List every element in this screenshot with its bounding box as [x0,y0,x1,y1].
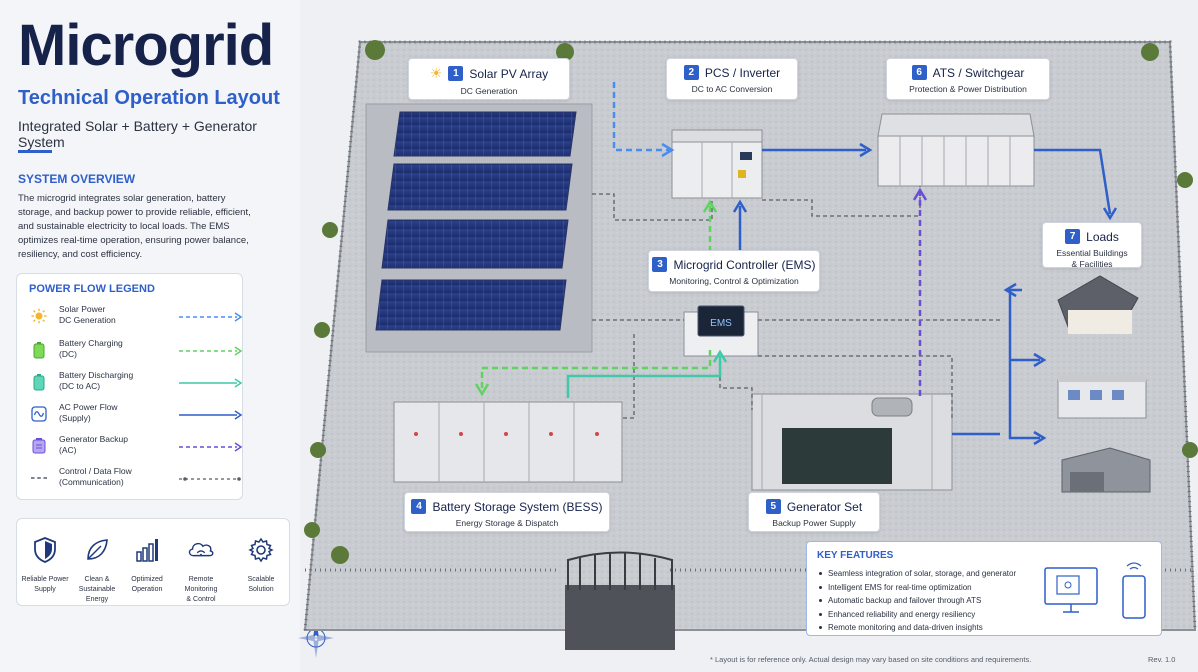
list-item: Intelligent EMS for real-time optimizati… [819,581,1016,595]
legend-label: AC Power Flow (Supply) [59,402,169,424]
control-dashes-icon [31,470,47,486]
bar-chart-icon [132,535,162,565]
legend-line-control [179,474,243,484]
callout-subtitle: Protection & Power Distribution [887,84,1049,95]
callout-ats-switchgear: 6 ATS / Switchgear Protection & Power Di… [886,58,1050,100]
callout-number: 4 [411,499,426,514]
legend-item-battery-discharging: Battery Discharging (DC to AC) [17,370,244,400]
callout-title: Solar PV Array [469,67,548,81]
legend-item-generator: Generator Backup (AC) [17,434,244,464]
callout-subtitle: Backup Power Supply [749,518,879,529]
callout-number: 2 [684,65,699,80]
feature-label: Scalable Solution [233,575,289,595]
left-panel: Microgrid Technical Operation Layout Int… [0,0,300,672]
battery-charging-icon [31,342,47,358]
feature-reliable: Reliable Power Supply [17,519,73,595]
callout-number: 3 [652,257,667,272]
cloud-wifi-icon [186,535,216,565]
feature-label: Reliable Power Supply [17,575,73,595]
feature-scalable: Scalable Solution [233,519,289,595]
page-tagline: Integrated Solar + Battery + Generator S… [18,118,300,150]
gear-icon [246,535,276,565]
list-item: Remote monitoring and data-driven insigh… [819,621,1016,635]
generator-container [752,394,952,490]
callout-subtitle: DC to AC Conversion [667,84,797,95]
feature-optimized: Optimized Operation [119,519,175,595]
feature-label: Remote Monitoring & Control [173,575,229,605]
key-features-panel: KEY FEATURES Seamless integration of sol… [806,541,1162,636]
power-flow-legend: POWER FLOW LEGEND Solar Power DC Generat… [16,273,243,500]
feature-label: Clean & Sustainable Energy [69,575,125,605]
legend-label: Solar Power DC Generation [59,304,169,326]
list-item: Automatic backup and failover through AT… [819,594,1016,608]
page-title: Microgrid [18,12,273,79]
ats-switchgear [878,114,1034,186]
sun-icon: ☀ [430,65,443,82]
ac-wave-icon [31,406,47,422]
sun-icon [31,308,47,324]
feature-label: Optimized Operation [119,575,175,595]
callout-subtitle: Essential Buildings & Facilities [1043,248,1141,270]
feature-clean: Clean & Sustainable Energy [69,519,125,605]
callout-ems: 3 Microgrid Controller (EMS) Monitoring,… [648,250,820,292]
legend-line-solar [179,312,243,322]
bess-containers [394,402,622,482]
legend-title: POWER FLOW LEGEND [29,283,155,295]
access-road [565,585,675,650]
legend-line-ac [179,410,243,420]
callout-subtitle: DC Generation [409,86,569,97]
legend-line-charging [179,346,243,356]
overview-heading: SYSTEM OVERVIEW [18,172,135,186]
callout-title: ATS / Switchgear [933,66,1025,80]
callout-title: Loads [1086,230,1119,244]
page-subtitle: Technical Operation Layout [18,87,280,110]
monitor-icon [1043,564,1099,616]
title-divider [18,150,52,153]
pcs-inverter [672,130,762,198]
callout-number: 7 [1065,229,1080,244]
key-features-title: KEY FEATURES [817,550,893,561]
callout-number: 6 [912,65,927,80]
callout-title: PCS / Inverter [705,66,780,80]
generator-icon [31,438,47,454]
legend-item-solar: Solar Power DC Generation [17,304,244,334]
callout-pcs-inverter: 2 PCS / Inverter DC to AC Conversion [666,58,798,100]
callout-number: 5 [766,499,781,514]
overview-text: The microgrid integrates solar generatio… [18,192,258,262]
legend-item-control: Control / Data Flow (Communication) [17,466,244,496]
legend-label: Generator Backup (AC) [59,434,169,456]
feature-remote: Remote Monitoring & Control [173,519,229,605]
shield-icon [30,535,60,565]
callout-subtitle: Energy Storage & Dispatch [405,518,609,529]
battery-discharging-icon [31,374,47,390]
callout-bess: 4 Battery Storage System (BESS) Energy S… [404,492,610,532]
callout-title: Generator Set [787,500,862,514]
list-item: Enhanced reliability and energy resilien… [819,608,1016,622]
ems-screen-label: EMS [710,318,732,329]
legend-item-ac-power: AC Power Flow (Supply) [17,402,244,432]
legend-label: Battery Charging (DC) [59,338,169,360]
callout-subtitle: Monitoring, Control & Optimization [649,276,819,287]
callout-loads: 7 Loads Essential Buildings & Facilities [1042,222,1142,268]
leaf-icon [82,535,112,565]
smartphone-icon [1117,556,1151,622]
ems-controller: EMS [684,306,758,356]
solar-panels [376,112,576,330]
callout-number: 1 [448,66,463,81]
revision-label: Rev. 1.0 [1148,655,1175,664]
list-item: Seamless integration of solar, storage, … [819,567,1016,581]
legend-label: Battery Discharging (DC to AC) [59,370,169,392]
legend-line-generator [179,442,243,452]
legend-line-discharging [179,378,243,388]
legend-item-battery-charging: Battery Charging (DC) [17,338,244,368]
callout-solar-pv: ☀ 1 Solar PV Array DC Generation [408,58,570,100]
feature-icons-panel: Reliable Power Supply Clean & Sustainabl… [16,518,290,606]
key-features-list: Seamless integration of solar, storage, … [819,567,1016,635]
legend-label: Control / Data Flow (Communication) [59,466,169,488]
callout-title: Microgrid Controller (EMS) [673,258,815,272]
callout-title: Battery Storage System (BESS) [432,500,602,514]
footnote: * Layout is for reference only. Actual d… [710,655,1031,664]
callout-generator: 5 Generator Set Backup Power Supply [748,492,880,532]
